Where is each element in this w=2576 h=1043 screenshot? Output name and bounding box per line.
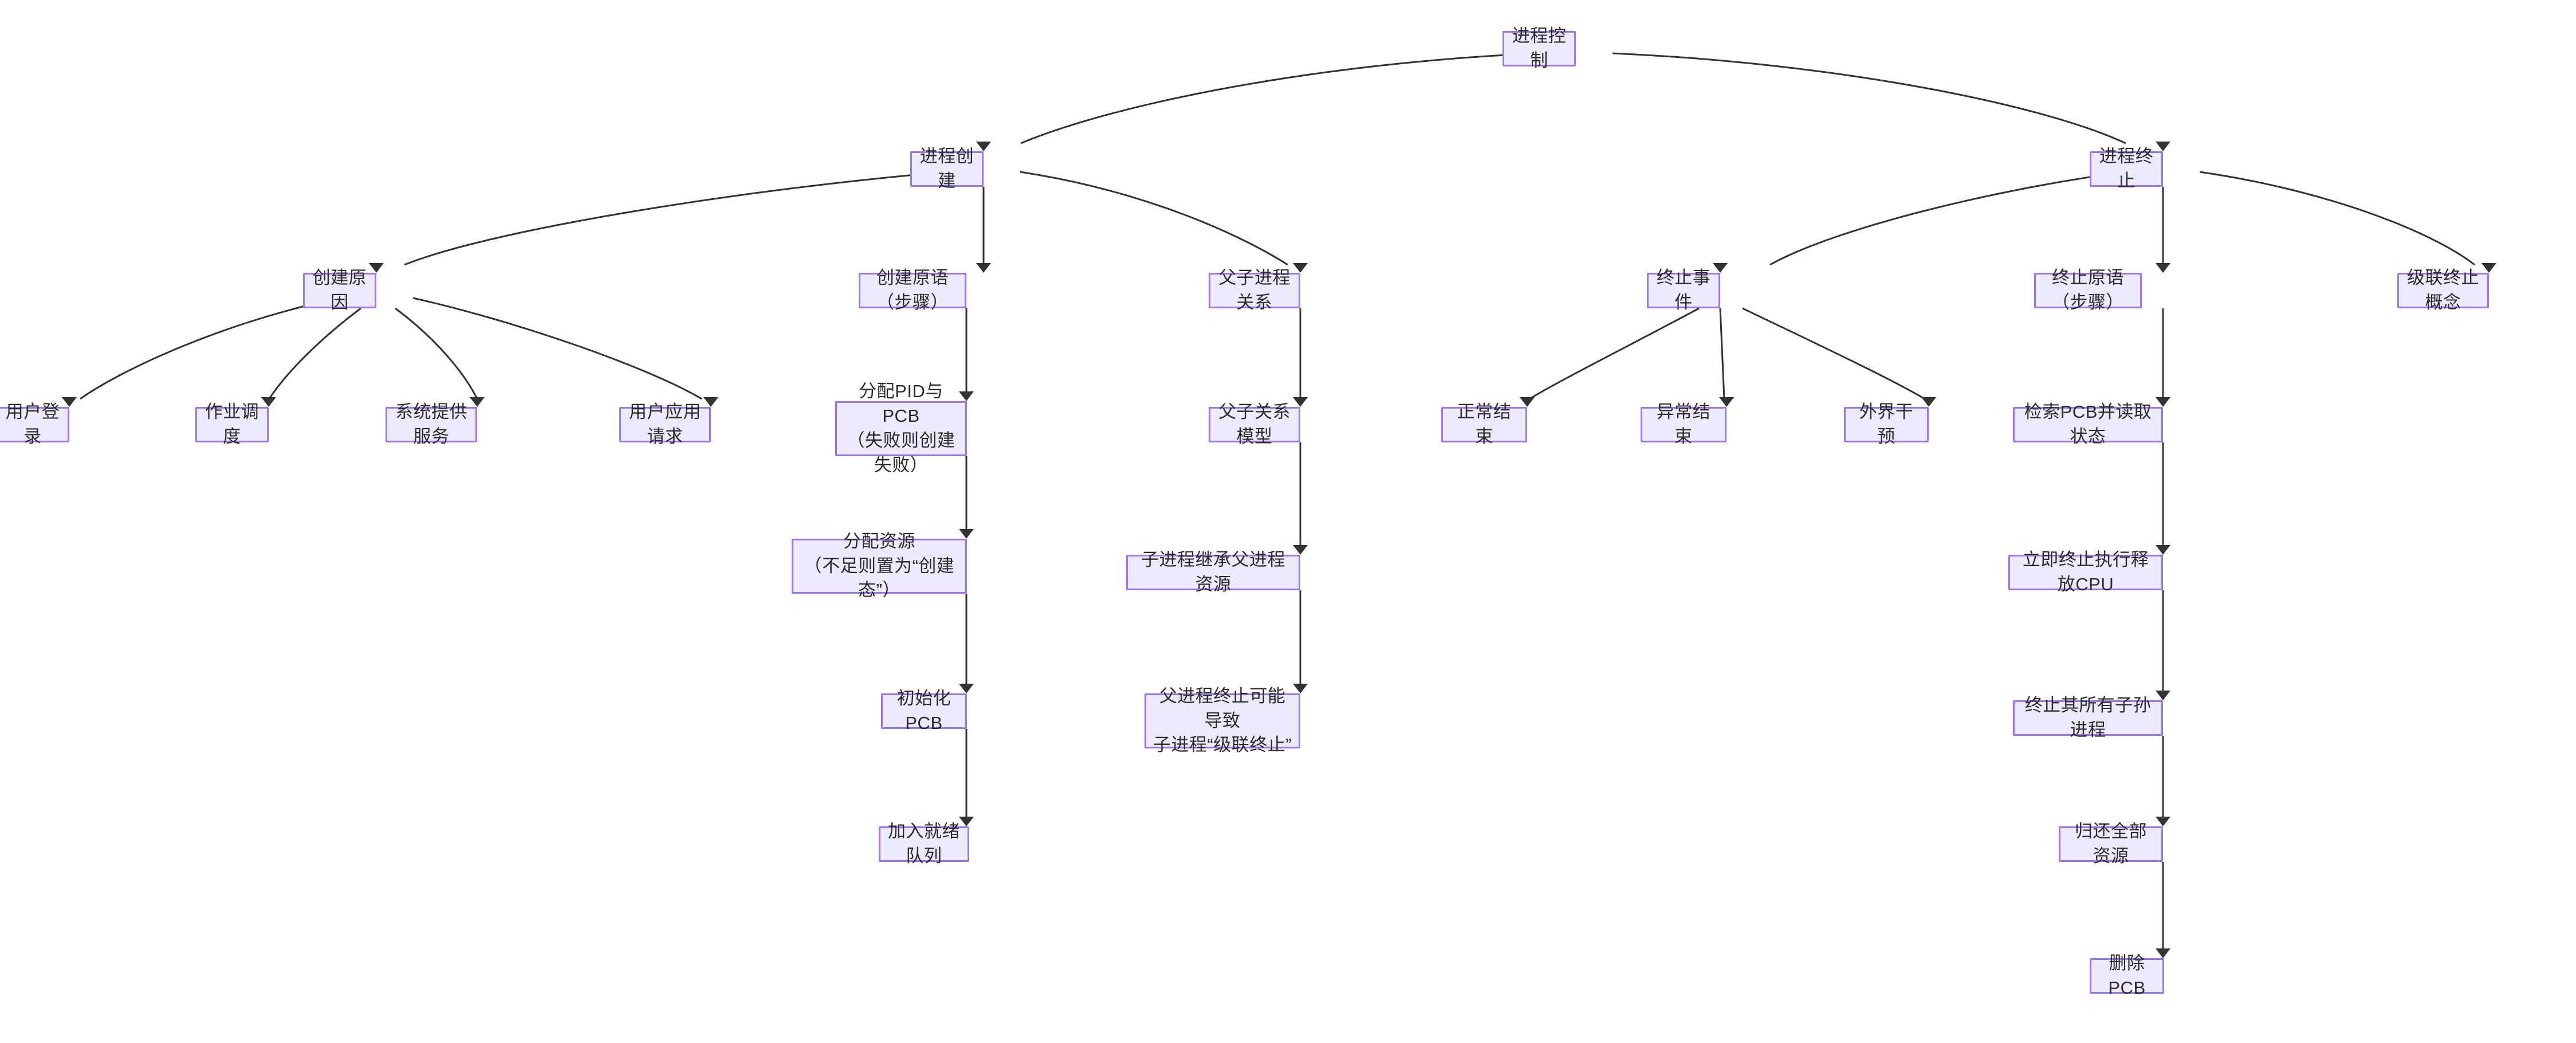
node-s_initpcb[interactable]: 初始化PCB [881,688,967,733]
node-c_prim[interactable]: 创建原语（步骤） [859,268,966,312]
arrowhead-p_model-to-p_inherit [1293,545,1308,555]
arrowhead-c_reason-to-r_login [62,397,77,407]
node-s_res[interactable]: 分配资源 （不足则置为“创建态”） [792,531,967,600]
node-e_abnormal[interactable]: 异常结束 [1641,402,1726,446]
node-r_apprequest[interactable]: 用户应用请求 [619,402,711,446]
arrowhead-create-to-c_reason [369,263,384,273]
edge-t_event-to-e_abnormal [1719,308,1725,399]
arrowhead-c_reason-to-r_service [470,397,485,407]
edge-terminate-to-t_cascade [2199,171,2475,266]
arrowhead-p_inherit-to-p_cascade [1293,684,1308,693]
node-tp_scan[interactable]: 检索PCB并读取状态 [2013,402,2163,446]
arrowhead-terminate-to-t_cascade [2481,263,2496,273]
edge-c_reason-to-r_service [395,307,478,399]
node-tp_stopcpu[interactable]: 立即终止执行释放CPU [2008,550,2163,594]
node-tp_release[interactable]: 归还全部资源 [2059,821,2163,866]
arrowhead-tp_scan-to-tp_stopcpu [2156,545,2170,555]
arrowhead-terminate-to-t_event [1713,263,1728,273]
edge-t_event-to-e_normal [1529,307,1700,400]
node-p_inherit[interactable]: 子进程继承父进程资源 [1126,550,1300,594]
arrowhead-t_event-to-e_external [1921,397,1936,407]
edge-root-to-terminate [1612,52,2126,144]
node-r_login[interactable]: 用户登录 [0,402,69,446]
edge-c_reason-to-r_login [80,297,340,400]
node-e_external[interactable]: 外界干预 [1844,402,1929,446]
node-p_cascade[interactable]: 父进程终止可能导致 子进程“级联终止” [1145,686,1300,755]
node-tp_delpcb[interactable]: 删除PCB [2090,953,2164,998]
arrowhead-t_prim-to-tp_scan [2156,397,2170,407]
arrowhead-t_event-to-e_abnormal [1719,397,1734,407]
arrowhead-s_res-to-s_initpcb [959,684,974,693]
arrowhead-tp_release-to-tp_delpcb [2156,948,2170,958]
arrowhead-root-to-terminate [2156,142,2170,151]
node-r_sched[interactable]: 作业调度 [195,402,269,446]
node-s_pid[interactable]: 分配PID与PCB （失败则创建失败） [835,381,967,475]
arrowhead-tp_children-to-tp_release [2156,817,2170,826]
edge-terminate-to-t_event [1769,171,2127,266]
edge-root-to-create [1020,52,1540,144]
arrowhead-c_prim-to-s_pid [959,391,974,401]
arrowhead-terminate-to-t_prim [2156,263,2170,273]
node-p_model[interactable]: 父子关系模型 [1209,402,1300,446]
node-s_ready[interactable]: 加入就绪队列 [879,821,969,866]
node-t_cascade[interactable]: 级联终止概念 [2397,268,2489,312]
arrowhead-s_pid-to-s_res [959,529,974,539]
node-t_event[interactable]: 终止事件 [1647,268,1720,312]
arrowhead-c_reason-to-r_apprequest [703,397,718,407]
arrowhead-create-to-c_prim [976,263,991,273]
node-t_prim[interactable]: 终止原语（步骤） [2034,268,2142,312]
arrowhead-c_reason-to-r_sched [261,397,276,407]
node-terminate[interactable]: 进程终止 [2090,146,2163,191]
edge-t_event-to-e_external [1742,307,1925,400]
edge-create-to-c_rel [1020,171,1288,266]
arrowhead-s_initpcb-to-s_ready [959,817,974,826]
node-c_reason[interactable]: 创建原因 [303,268,376,312]
node-create[interactable]: 进程创建 [910,146,984,191]
arrowhead-root-to-create [976,142,991,151]
arrowhead-create-to-c_rel [1293,263,1308,273]
edge-create-to-c_reason [404,171,947,266]
node-root[interactable]: 进程控制 [1503,26,1576,70]
edge-c_reason-to-r_sched [268,307,361,399]
arrowhead-tp_stopcpu-to-tp_children [2156,691,2170,700]
node-c_rel[interactable]: 父子进程关系 [1209,268,1300,312]
node-tp_children[interactable]: 终止其所有子孙进程 [2013,695,2163,740]
edge-c_reason-to-r_apprequest [412,297,702,400]
arrowhead-t_event-to-e_normal [1520,397,1535,407]
node-e_normal[interactable]: 正常结束 [1441,402,1527,446]
node-r_service[interactable]: 系统提供服务 [386,402,477,446]
arrowhead-c_rel-to-p_model [1293,397,1308,407]
